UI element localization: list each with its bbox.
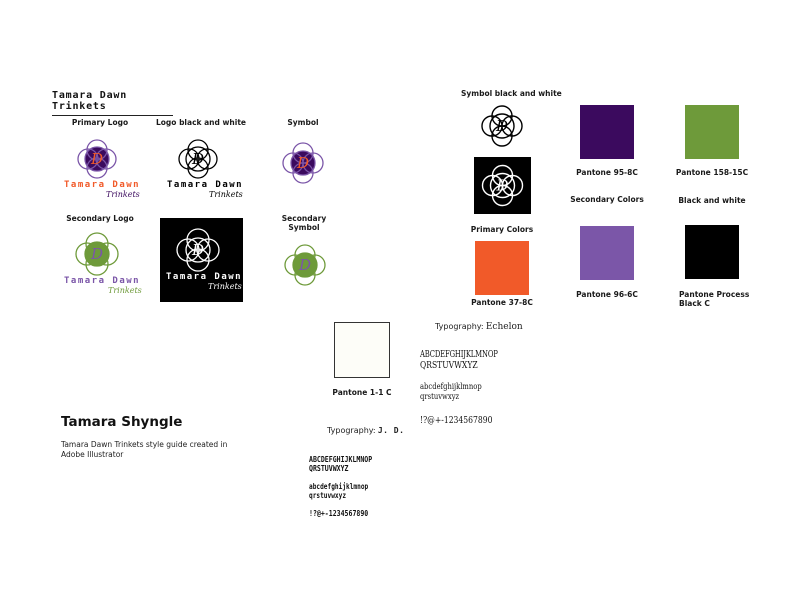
symbol-letter: D	[495, 117, 508, 135]
jd-lower-1: abcdefghijklmnop	[309, 482, 369, 491]
echelon-upper-2: QRSTUVWXYZ	[420, 360, 478, 371]
black-white-label: Black and white	[678, 196, 746, 205]
swatch-purple	[580, 105, 634, 159]
title-underline	[52, 115, 173, 116]
primary-colors-label: Primary Colors	[470, 225, 534, 234]
logo-letter: D	[90, 150, 103, 168]
typography-echelon-heading: Typography: Echelon	[435, 322, 580, 332]
symbol: D	[280, 140, 326, 186]
echelon-numbers: !?@+-1234567890	[420, 416, 493, 426]
jd-upper-2: QRSTUVWXYZ	[309, 464, 349, 473]
typography-jd: Typography: J. D. ABCDEFGHIJKLMNOP QRSTU…	[309, 426, 429, 518]
secondary-logo-label: Secondary Logo	[66, 214, 134, 223]
wordmark-top: Tamara Dawn	[64, 180, 141, 190]
typography-label: Typography:	[327, 426, 376, 435]
logo-letter: D	[191, 150, 204, 168]
typography-label: Typography:	[435, 322, 484, 331]
author-description: Tamara Dawn Trinkets style guide created…	[61, 440, 228, 459]
symbol-letter: D	[298, 256, 311, 274]
swatch-violet	[580, 226, 634, 280]
swatch-black-label-line2: Black C	[679, 299, 710, 308]
logo-bw-label: Logo black and white	[156, 118, 246, 127]
jd-lower-2: qrstuvwxyz	[309, 491, 347, 500]
symbol-bw-label: Symbol black and white	[461, 89, 562, 98]
echelon-upper-1: ABCDEFGHIJKLMNOP	[420, 349, 498, 360]
logo-reversed: D Tamara Dawn Trinkets	[160, 218, 243, 302]
echelon-lower-1: abcdefghijklmnop	[420, 382, 482, 392]
swatch-green-label: Pantone 158-15C	[675, 168, 749, 177]
typography-font-name: Echelon	[485, 322, 523, 332]
symbol-letter: D	[495, 177, 508, 195]
symbol-letter: D	[296, 154, 309, 172]
swatch-orange-label: Pantone 37-8C	[471, 298, 533, 307]
typography-echelon: Typography: Echelon ABCDEFGHIJKLMNOP QRS…	[420, 322, 580, 426]
secondary-symbol: D	[282, 242, 328, 288]
wordmark-top: Tamara Dawn	[166, 272, 243, 282]
symbol-label: Symbol	[287, 118, 319, 127]
secondary-symbol-label: Secondary Symbol	[281, 214, 327, 232]
secondary-logo: D Tamara Dawn Trinkets	[64, 232, 144, 298]
typography-jd-heading: Typography: J. D.	[327, 426, 429, 435]
swatch-black-label-line1: Pantone Process	[679, 290, 750, 299]
swatch-black	[685, 225, 739, 279]
swatch-white-label: Pantone 1-1 C	[332, 388, 392, 397]
page-title: Tamara Dawn Trinkets	[52, 90, 176, 116]
swatch-green	[685, 105, 739, 159]
wordmark-bottom: Trinkets	[209, 190, 243, 199]
primary-logo: D Tamara Dawn Trinkets	[64, 139, 144, 202]
logo-black-and-white: D Tamara Dawn Trinkets	[165, 139, 245, 202]
jd-upper-1: ABCDEFGHIJKLMNOP	[309, 455, 373, 464]
primary-logo-label: Primary Logo	[71, 118, 129, 127]
swatch-orange	[475, 241, 529, 295]
echelon-lower-2: qrstuvwxyz	[420, 392, 460, 402]
logo-letter: D	[90, 245, 103, 263]
wordmark-bottom: Trinkets	[108, 286, 142, 295]
swatch-white	[334, 322, 390, 378]
jd-numbers: !?@+-1234567890	[309, 509, 369, 518]
wordmark-top: Tamara Dawn	[167, 180, 244, 190]
typography-font-name: J. D.	[377, 426, 405, 435]
swatch-black-label: Pantone Process Black C	[679, 290, 759, 308]
symbol-black-on-white: D	[479, 103, 525, 149]
symbol-white-on-black: D	[474, 157, 531, 214]
wordmark-bottom: Trinkets	[106, 190, 140, 199]
swatch-purple-label: Pantone 95-8C	[576, 168, 638, 177]
swatch-violet-label: Pantone 96-6C	[576, 290, 638, 299]
author-name: Tamara Shyngle	[61, 414, 183, 430]
logo-letter: D	[191, 241, 204, 259]
wordmark-top: Tamara Dawn	[64, 276, 141, 286]
secondary-colors-label: Secondary Colors	[570, 195, 644, 204]
wordmark-bottom: Trinkets	[208, 282, 242, 291]
